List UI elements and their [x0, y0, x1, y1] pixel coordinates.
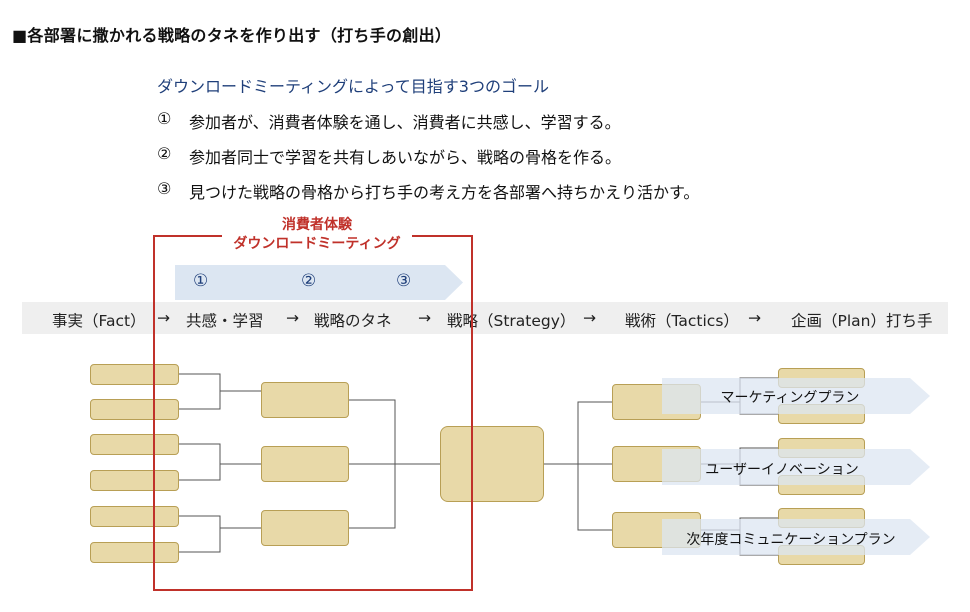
step-number-3: ③ [396, 271, 412, 291]
empathy-box [261, 382, 349, 418]
plan-ribbon-marketing [662, 378, 930, 414]
process-flow-band [22, 302, 948, 334]
empathy-box [261, 510, 349, 546]
goal-text: 参加者が、消費者体験を通し、消費者に共感し、学習する。 [189, 113, 621, 132]
goal-number: ① [157, 109, 172, 128]
fact-box [90, 506, 179, 527]
goal-number: ③ [157, 179, 172, 198]
flow-stage-seed: 戦略のタネ [314, 312, 392, 330]
plan-label-marketing: マーケティングプラン [720, 390, 860, 406]
flow-arrow: → [748, 309, 761, 327]
goal-text: 参加者同士で学習を共有しあいながら、戦略の骨格を作る。 [189, 148, 622, 167]
flow-arrow: → [418, 309, 431, 327]
flow-stage-strategy: 戦略（Strategy） [447, 312, 576, 330]
flow-stage-fact: 事実（Fact） [52, 312, 146, 330]
goals-title: ダウンロードミーティングによって目指す3つのゴール [157, 77, 549, 96]
empathy-box [261, 446, 349, 482]
download-meeting-frame [153, 235, 473, 591]
goal-item-3: ③ 見つけた戦略の骨格から打ち手の考え方を各部署へ持ちかえり活かす。 [157, 179, 699, 203]
goal-item-1: ① 参加者が、消費者体験を通し、消費者に共感し、学習する。 [157, 109, 621, 133]
page-heading: ■各部署に撒かれる戦略のタネを作り出す（打ち手の創出） [12, 26, 452, 45]
step-number-2: ② [301, 271, 317, 291]
meeting-label-line1: 消費者体験 [282, 217, 352, 233]
step-number-1: ① [193, 271, 209, 291]
fact-box [90, 364, 179, 385]
flow-arrow: → [286, 309, 299, 327]
flow-arrow: → [157, 309, 170, 327]
flow-stage-tactics: 戦術（Tactics） [625, 312, 739, 330]
download-meeting-label: 消費者体験 ダウンロードミーティング [222, 216, 412, 254]
goal-number: ② [157, 144, 172, 163]
plan-label-communication: 次年度コミュニケーションプラン [686, 532, 896, 548]
goal-item-2: ② 参加者同士で学習を共有しあいながら、戦略の骨格を作る。 [157, 144, 621, 168]
steps-arrow-shape [175, 265, 463, 300]
fact-box [90, 434, 179, 455]
flow-arrow: → [583, 309, 596, 327]
fact-box [90, 399, 179, 420]
fact-box [90, 470, 179, 491]
strategy-box [440, 426, 544, 502]
fact-box [90, 542, 179, 563]
meeting-label-line2: ダウンロードミーティング [233, 236, 401, 252]
flow-stage-empathy: 共感・学習 [186, 312, 264, 330]
plan-ribbon-innovation [662, 449, 930, 485]
goal-text: 見つけた戦略の骨格から打ち手の考え方を各部署へ持ちかえり活かす。 [189, 183, 700, 202]
flow-stage-plan: 企画（Plan）打ち手 [791, 312, 933, 330]
plan-ribbon-communication [662, 519, 930, 555]
plan-label-innovation: ユーザーイノベーション [705, 462, 859, 478]
